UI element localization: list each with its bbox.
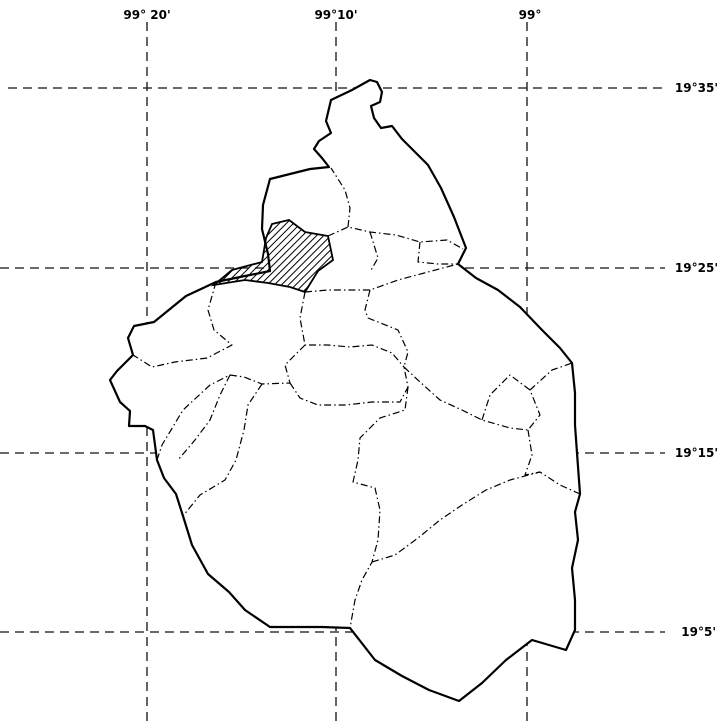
internal-boundaries [132, 167, 581, 629]
latitude-label-19-5: 19°5' [681, 625, 716, 639]
district-outline [108, 78, 582, 703]
latitude-label-19-25: 19°25' [675, 261, 718, 275]
latitude-label-19-15: 19°15' [675, 446, 718, 460]
longitude-label-99: 99° [519, 8, 542, 22]
highlighted-region [210, 219, 334, 294]
longitude-label-99-20: 99° 20' [123, 8, 170, 22]
latitude-label-19-35: 19°35' [675, 81, 718, 95]
longitude-label-99-10: 99°10' [314, 8, 357, 22]
